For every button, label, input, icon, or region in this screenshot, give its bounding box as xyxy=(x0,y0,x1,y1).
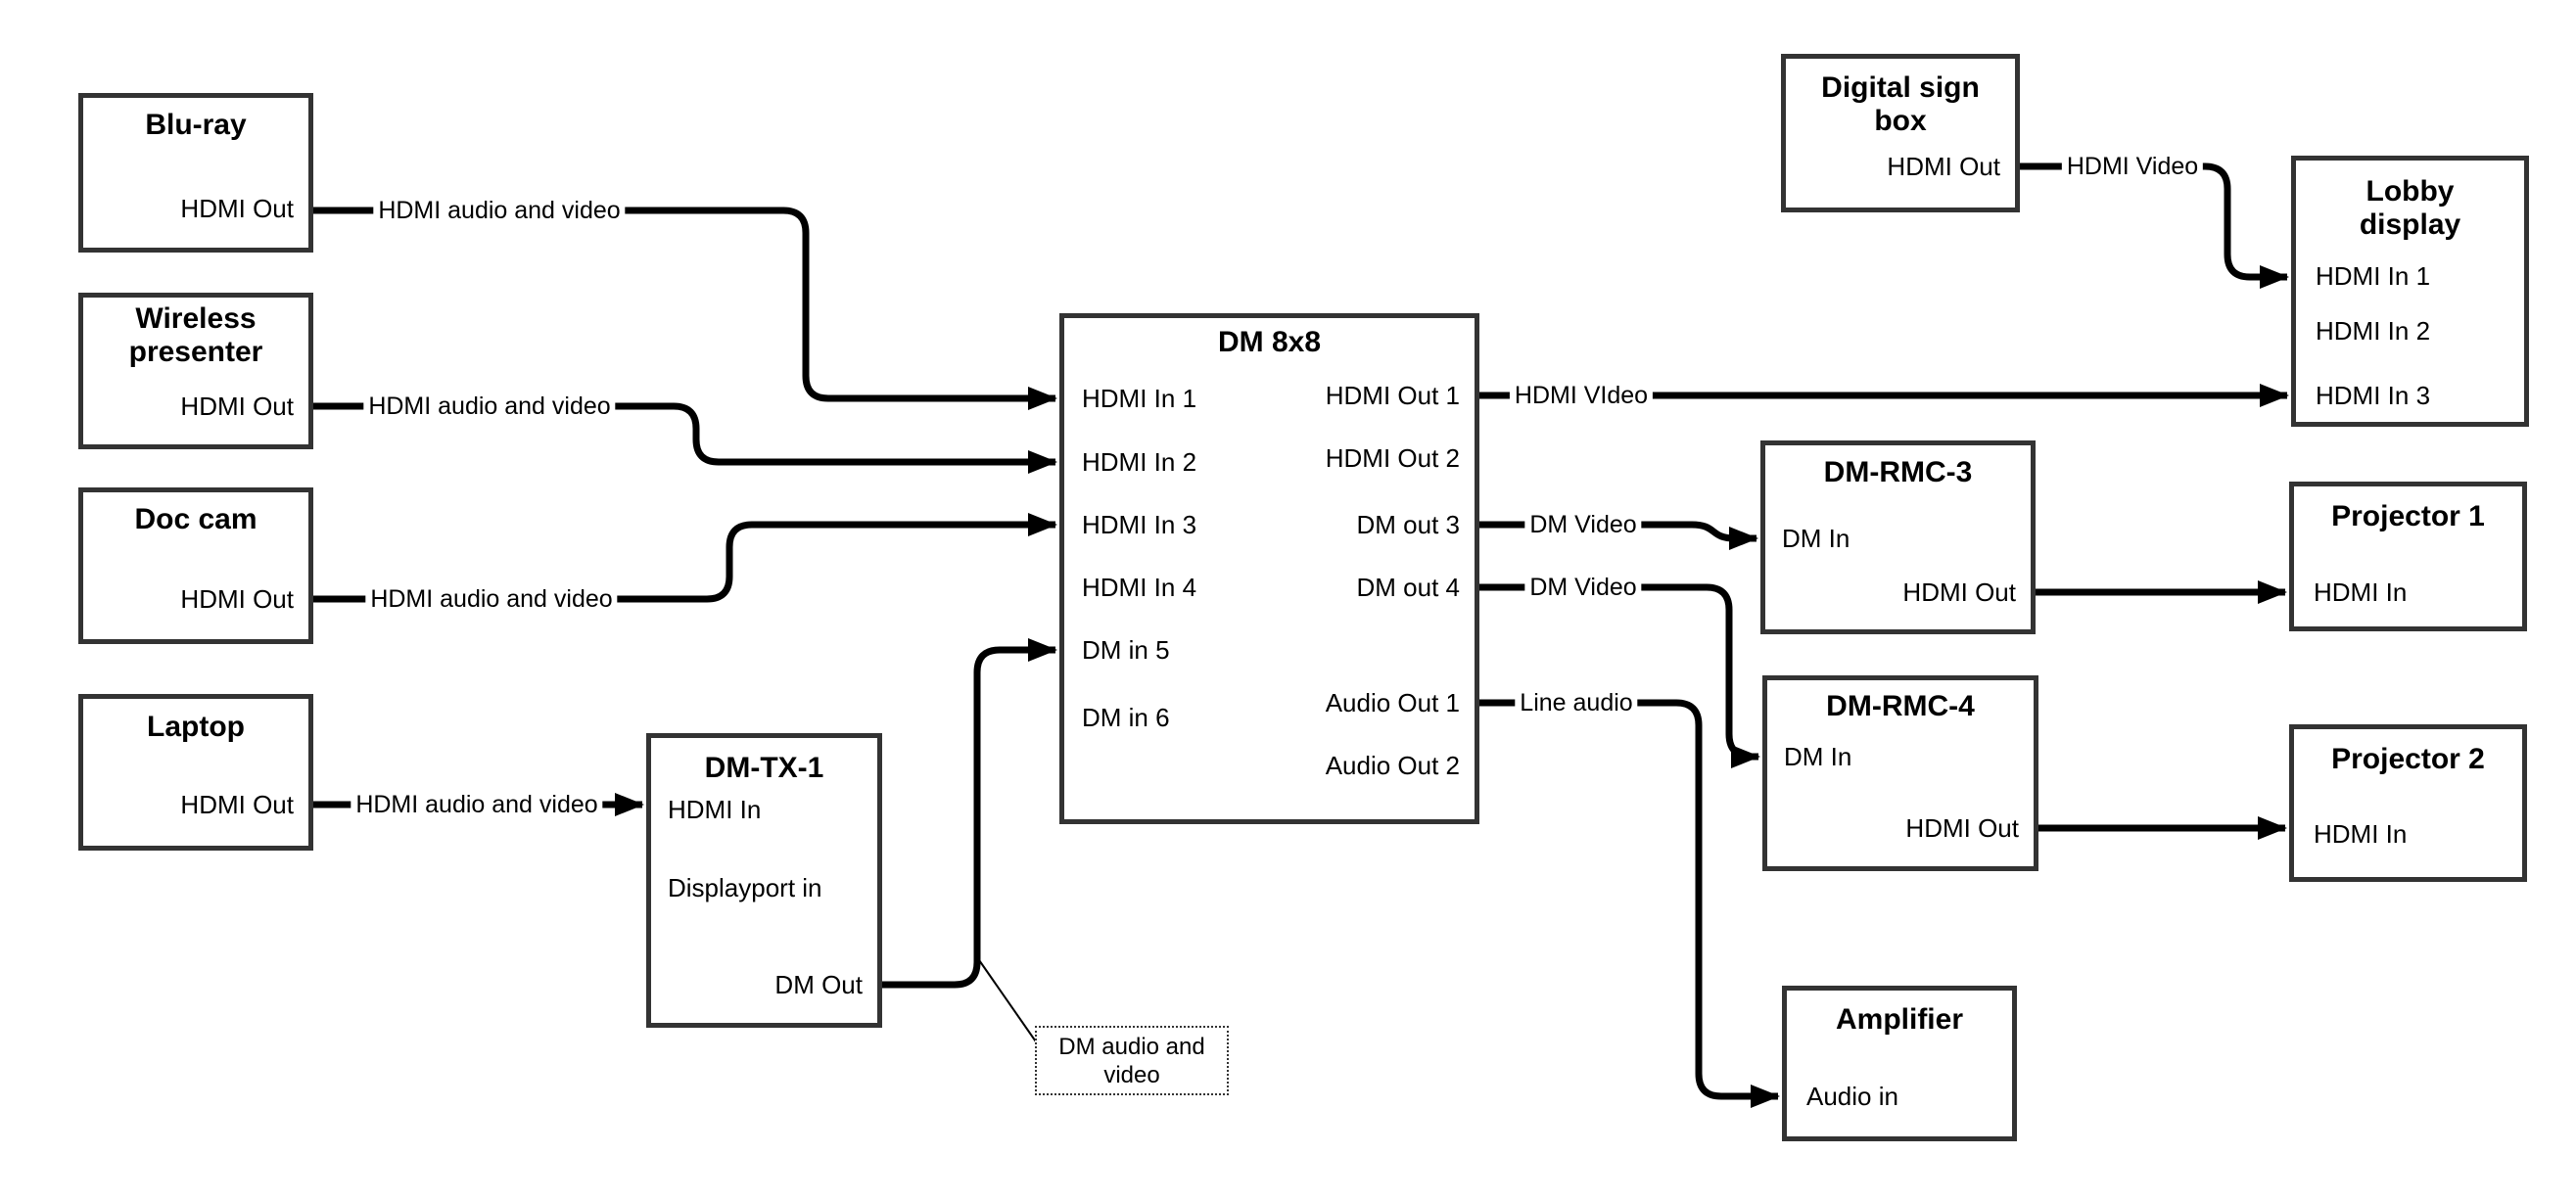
node-title: DM-RMC-3 xyxy=(1823,456,1973,488)
port-hdmi-in: HDMI In xyxy=(2314,819,2408,849)
wire-doccam-to-hdmi-in-3 xyxy=(313,513,1057,603)
node-title: DM 8x8 xyxy=(1217,326,1322,358)
wire-label-dm-video-1: DM Video xyxy=(1524,509,1642,540)
port-hdmi-in-1: HDMI In 1 xyxy=(1082,384,1197,413)
port-hdmi-in-1: HDMI In 1 xyxy=(2316,261,2431,291)
port-dm-in: DM In xyxy=(1782,524,1850,553)
node-title: Blu-ray xyxy=(145,109,247,141)
node-projector-2: Projector 2 HDMI In xyxy=(2289,724,2527,882)
node-blu-ray: Blu-ray HDMI Out xyxy=(78,93,313,253)
port-hdmi-out: HDMI Out xyxy=(1905,813,2019,843)
port-hdmi-out: HDMI Out xyxy=(180,392,294,421)
node-title: Projector 1 xyxy=(2331,500,2485,532)
wire-dm-out-4-to-rmc4-dm-in xyxy=(1479,583,1760,768)
port-audio-out-1: Audio Out 1 xyxy=(1325,688,1460,717)
node-title: Amplifier xyxy=(1835,1003,1964,1036)
port-hdmi-in-2: HDMI In 2 xyxy=(2316,316,2431,346)
wire-label-line-audio: Line audio xyxy=(1515,687,1638,718)
note-callout-line xyxy=(976,956,1041,1048)
wire-bluray-to-hdmi-in-1 xyxy=(313,207,1057,410)
wire-audio-out-1-to-amplifier xyxy=(1479,699,1780,1108)
wire-label-hdmi-audio-video-4: HDMI audio and video xyxy=(351,789,603,820)
port-dm-in: DM In xyxy=(1784,742,1852,771)
node-title: Wireless presenter xyxy=(128,302,263,368)
node-title: Projector 2 xyxy=(2331,743,2485,775)
port-audio-out-2: Audio Out 2 xyxy=(1325,751,1460,780)
port-hdmi-in-3: HDMI In 3 xyxy=(2316,381,2431,410)
wire-label-hdmi-video: HDMI Video xyxy=(2061,151,2204,182)
wire-wireless-to-hdmi-in-2 xyxy=(313,402,1057,474)
node-amplifier: Amplifier Audio in xyxy=(1782,986,2017,1141)
node-dm-rmc-3: DM-RMC-3 DM In HDMI Out xyxy=(1760,440,2036,634)
port-dm-out: DM Out xyxy=(774,970,863,999)
port-hdmi-in-3: HDMI In 3 xyxy=(1082,510,1197,539)
node-title: DM-RMC-4 xyxy=(1826,690,1975,722)
node-title: Laptop xyxy=(147,711,245,743)
port-hdmi-in: HDMI In xyxy=(2314,577,2408,607)
port-dm-out-4: DM out 4 xyxy=(1356,573,1461,602)
node-digital-sign-box: Digital sign box HDMI Out xyxy=(1781,54,2020,212)
port-dm-in-5: DM in 5 xyxy=(1082,635,1170,665)
port-dm-in-6: DM in 6 xyxy=(1082,703,1170,732)
port-displayport-in: Displayport in xyxy=(668,873,822,902)
wire-label-hdmi-audio-video-1: HDMI audio and video xyxy=(373,195,626,226)
wire-dmtx-dmout-to-dm-in-5 xyxy=(882,638,1057,989)
port-hdmi-out-2: HDMI Out 2 xyxy=(1325,443,1460,473)
port-hdmi-out: HDMI Out xyxy=(180,194,294,223)
node-doc-cam: Doc cam HDMI Out xyxy=(78,487,313,644)
port-audio-in: Audio in xyxy=(1806,1082,1898,1111)
node-lobby-display: Lobby display HDMI In 1 HDMI In 2 HDMI I… xyxy=(2291,156,2529,427)
port-hdmi-out: HDMI Out xyxy=(180,584,294,614)
port-dm-out-3: DM out 3 xyxy=(1356,510,1461,539)
node-title: Doc cam xyxy=(134,503,258,535)
wire-label-dm-video-2: DM Video xyxy=(1524,572,1642,603)
node-laptop: Laptop HDMI Out xyxy=(78,694,313,851)
port-hdmi-out: HDMI Out xyxy=(1902,577,2016,607)
node-title: DM-TX-1 xyxy=(704,752,824,784)
node-dm-tx-1: DM-TX-1 HDMI In Displayport in DM Out xyxy=(646,733,882,1028)
node-dm-8x8: DM 8x8 HDMI In 1 HDMI In 2 HDMI In 3 HDM… xyxy=(1059,313,1479,824)
port-hdmi-in-4: HDMI In 4 xyxy=(1082,573,1197,602)
node-dm-rmc-4: DM-RMC-4 DM In HDMI Out xyxy=(1762,675,2038,871)
node-title: Lobby display xyxy=(2359,175,2461,241)
wire-label-hdmi-video-out1: HDMI VIdeo xyxy=(1509,380,1654,411)
wire-label-hdmi-audio-video-3: HDMI audio and video xyxy=(365,583,618,615)
wire-label-hdmi-audio-video-2: HDMI audio and video xyxy=(363,391,616,422)
port-hdmi-out-1: HDMI Out 1 xyxy=(1325,381,1460,410)
port-hdmi-out: HDMI Out xyxy=(180,790,294,819)
port-hdmi-in: HDMI In xyxy=(668,795,762,824)
node-projector-1: Projector 1 HDMI In xyxy=(2289,482,2527,631)
wire-dm-out-3-to-rmc3-dm-in xyxy=(1479,521,1758,550)
node-title: Digital sign box xyxy=(1821,71,1980,137)
wire-sign-to-lobby-hdmi-in-1 xyxy=(2020,162,2289,289)
port-hdmi-out: HDMI Out xyxy=(1887,152,2000,181)
port-hdmi-in-2: HDMI In 2 xyxy=(1082,447,1197,477)
note-dm-audio-and-video: DM audio and video xyxy=(1035,1026,1229,1095)
node-wireless-presenter: Wireless presenter HDMI Out xyxy=(78,293,313,449)
